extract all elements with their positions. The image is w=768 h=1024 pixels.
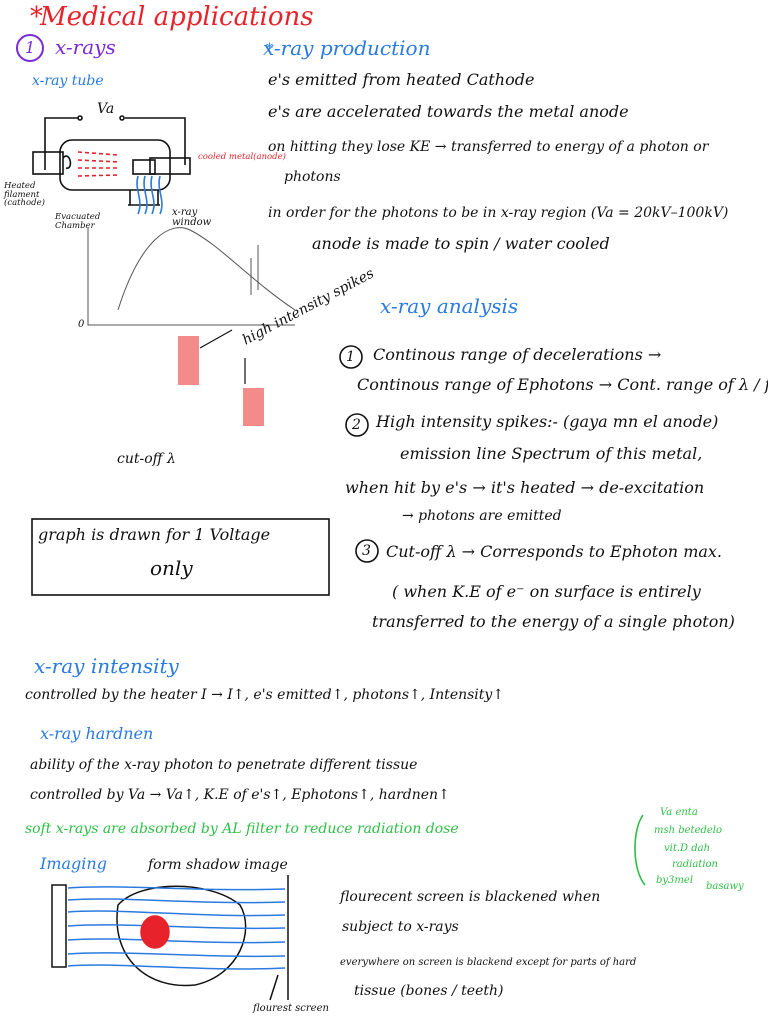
analysis-number: 1 [346, 349, 355, 365]
chamber-label: Evacuated Chamber [55, 212, 101, 231]
imaging-line: everywhere on screen is blackend except … [340, 957, 637, 968]
cutoff-label: cut-off λ [117, 451, 176, 467]
section-number: 1 [25, 38, 36, 57]
production-line: in order for the photons to be in x-ray … [268, 205, 729, 221]
analysis-line: → photons are emitted [402, 508, 562, 524]
imaging-diagram [51, 875, 289, 1001]
analysis-line: Continous range of decelerations → [373, 345, 662, 364]
analysis-line: when hit by e's → it's heated → de-excit… [345, 478, 705, 497]
tube-heading: x-ray tube [32, 73, 104, 89]
graph-origin: 0 [78, 319, 85, 330]
soft-xray-line: soft x-rays are absorbed by AL filter to… [25, 821, 459, 837]
intensity-line: controlled by the heater I → I↑, e's emi… [25, 687, 505, 703]
intensity-heading: x-ray intensity [34, 654, 179, 678]
spectrum-graph [87, 227, 296, 326]
voltage-label: Va [97, 101, 115, 117]
production-line: e's are accelerated towards the metal an… [268, 102, 629, 121]
filament-label: Heated filament (cathode) [4, 181, 45, 208]
window-label: x-ray window [172, 207, 212, 228]
green-note: Va enta [660, 807, 698, 818]
asterisk-icon: * [30, 2, 43, 32]
analysis-line: High intensity spikes:- (gaya mn el anod… [376, 412, 719, 431]
green-note: vit.D dah [664, 843, 711, 854]
green-note: radiation [672, 859, 718, 870]
analysis-line: ( when K.E of e⁻ on surface is entirely [392, 582, 701, 601]
analysis-number: 2 [352, 417, 361, 433]
screen-label: flourest screen [253, 1003, 329, 1014]
green-note: msh betedelo [654, 825, 723, 836]
hardness-line: ability of the x-ray photon to penetrate… [30, 757, 418, 773]
analysis-line: Cut-off λ → Corresponds to Ephoton max. [386, 542, 723, 561]
production-heading: x-ray production [263, 36, 431, 60]
analysis-line: Continous range of Ephotons → Cont. rang… [357, 375, 768, 394]
electron-beam [77, 151, 121, 177]
green-note: basawy [706, 881, 744, 892]
hardness-line: controlled by Va → Va↑, K.E of e's↑, Eph… [30, 787, 450, 803]
production-line: on hitting they lose KE → transferred to… [268, 139, 709, 155]
cooled-metal-label: cooled metal(anode) [198, 152, 286, 162]
xray-beam [136, 175, 163, 215]
analysis-number: 3 [362, 543, 371, 559]
highlight-box [243, 388, 264, 426]
production-line: photons [284, 169, 341, 185]
highlight-box [178, 336, 199, 385]
imaging-line: flourecent screen is blackened when [340, 889, 601, 905]
asterisk-icon: * [266, 41, 273, 57]
analysis-line: emission line Spectrum of this metal, [400, 444, 703, 463]
production-line: anode is made to spin / water cooled [312, 234, 610, 253]
imaging-subtitle: form shadow image [148, 857, 288, 873]
section-heading: x-rays [55, 35, 116, 59]
xray-tube-diagram [32, 115, 191, 206]
analysis-heading: x-ray analysis [380, 294, 519, 318]
analysis-line: transferred to the energy of a single ph… [372, 612, 735, 631]
note-box [31, 518, 330, 596]
imaging-line: tissue (bones / teeth) [354, 983, 504, 999]
section-number-circle [16, 34, 44, 62]
page-title: Medical applications [40, 2, 314, 32]
green-note: by3mel [656, 875, 694, 886]
hardness-heading: x-ray hardnen [40, 724, 154, 743]
production-line: e's emitted from heated Cathode [268, 70, 535, 89]
imaging-heading: Imaging [40, 854, 107, 873]
note-line: only [150, 556, 193, 580]
note-line: graph is drawn for 1 Voltage [38, 525, 271, 544]
imaging-line: subject to x-rays [342, 919, 459, 935]
